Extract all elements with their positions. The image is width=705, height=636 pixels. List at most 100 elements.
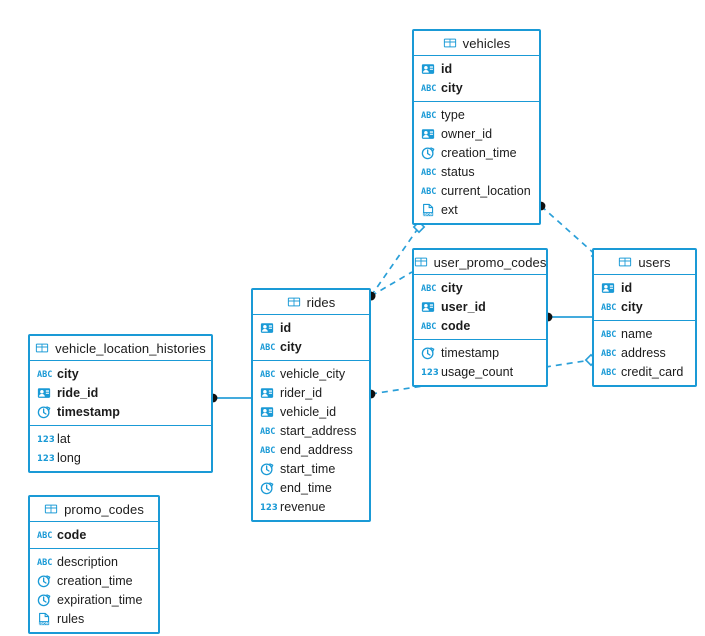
column-name: creation_time (57, 573, 133, 588)
table-name-promo_codes: promo_codes (64, 501, 144, 517)
id-card-icon (37, 386, 51, 400)
table-row-rules[interactable]: JSON rules (30, 609, 158, 628)
column-name: type (441, 107, 465, 122)
table-row-start_address[interactable]: ABC start_address (253, 421, 369, 440)
svg-text:ABC: ABC (421, 84, 436, 94)
table-row-city[interactable]: ABC city (414, 78, 539, 97)
table-row-status[interactable]: ABC status (414, 162, 539, 181)
table-row-name[interactable]: ABC name (594, 324, 695, 343)
table-row-timestamp[interactable]: timestamp (414, 343, 546, 362)
table-row-id[interactable]: id (414, 59, 539, 78)
table-row-usage_count[interactable]: 123 usage_count (414, 362, 546, 381)
table-row-ext[interactable]: JSON ext (414, 200, 539, 219)
table-row-city[interactable]: ABC city (253, 337, 369, 356)
table-row-end_address[interactable]: ABC end_address (253, 440, 369, 459)
abc-icon: ABC (421, 108, 436, 122)
id-card-icon (260, 386, 274, 400)
er-table-vehicle_location_histories[interactable]: vehicle_location_histories ABC city ride… (28, 334, 213, 473)
table-name-user_promo_codes: user_promo_codes (433, 254, 547, 270)
table-row-type[interactable]: ABC type (414, 105, 539, 124)
table-row-credit_card[interactable]: ABC credit_card (594, 362, 695, 381)
table-row-expiration_time[interactable]: expiration_time (30, 590, 158, 609)
table-row-start_time[interactable]: start_time (253, 459, 369, 478)
table-row-city[interactable]: ABC city (30, 364, 211, 383)
relationship-line-rides-to-user_promo_codes (370, 271, 413, 297)
svg-text:123: 123 (421, 368, 438, 378)
abc-icon: ABC (260, 367, 275, 381)
table-grid-icon (287, 295, 301, 309)
table-row-vehicle_id[interactable]: vehicle_id (253, 402, 369, 421)
clock-icon (260, 481, 274, 495)
abc-icon: ABC (37, 528, 52, 542)
column-name: code (441, 318, 471, 333)
abc-icon: ABC (601, 346, 616, 360)
table-grid-icon (443, 36, 457, 50)
column-name: vehicle_id (280, 404, 337, 419)
abc-icon: ABC (421, 165, 436, 179)
table-row-description[interactable]: ABC description (30, 552, 158, 571)
column-name: city (621, 299, 643, 314)
table-row-end_time[interactable]: end_time (253, 478, 369, 497)
clock-icon (421, 346, 435, 360)
columns-section: ABC vehicle_city rider_id vehicle_id ABC… (253, 361, 369, 520)
column-name: end_time (280, 480, 332, 495)
table-row-owner_id[interactable]: owner_id (414, 124, 539, 143)
table-header: user_promo_codes (414, 250, 546, 275)
column-name: user_id (441, 299, 486, 314)
relationship-line-vehicles-to-users (540, 205, 598, 257)
123-icon: 123 (37, 451, 55, 465)
abc-icon: ABC (421, 281, 436, 295)
svg-text:ABC: ABC (421, 168, 436, 178)
table-row-creation_time[interactable]: creation_time (414, 143, 539, 162)
primary-key-section: id ABC city (594, 275, 695, 321)
table-row-city[interactable]: ABC city (414, 278, 546, 297)
column-name: end_address (280, 442, 353, 457)
svg-text:123: 123 (37, 435, 54, 445)
table-row-long[interactable]: 123 long (30, 448, 211, 467)
table-row-creation_time[interactable]: creation_time (30, 571, 158, 590)
column-name: id (441, 61, 453, 76)
column-name: rules (57, 611, 85, 626)
column-name: city (280, 339, 302, 354)
table-row-code[interactable]: ABC code (414, 316, 546, 335)
column-name: code (57, 527, 87, 542)
er-table-users[interactable]: users id ABC city ABC name ABC address A… (592, 248, 697, 387)
column-name: creation_time (441, 145, 517, 160)
column-name: owner_id (441, 126, 493, 141)
column-name: credit_card (621, 364, 684, 379)
er-table-vehicles[interactable]: vehicles id ABC city ABC type owner_id c… (412, 29, 541, 225)
table-row-ride_id[interactable]: ride_id (30, 383, 211, 402)
table-row-current_location[interactable]: ABC current_location (414, 181, 539, 200)
table-row-user_id[interactable]: user_id (414, 297, 546, 316)
column-name: city (441, 280, 463, 295)
column-name: lat (57, 431, 71, 446)
er-table-user_promo_codes[interactable]: user_promo_codes ABC city user_id ABC co… (412, 248, 548, 387)
table-row-revenue[interactable]: 123 revenue (253, 497, 369, 516)
table-header: promo_codes (30, 497, 158, 522)
table-row-id[interactable]: id (594, 278, 695, 297)
abc-icon: ABC (37, 367, 52, 381)
svg-text:ABC: ABC (260, 446, 275, 456)
table-name-vehicles: vehicles (462, 35, 511, 51)
id-card-icon (260, 405, 274, 419)
table-row-lat[interactable]: 123 lat (30, 429, 211, 448)
123-icon: 123 (37, 432, 55, 446)
table-row-timestamp[interactable]: timestamp (30, 402, 211, 421)
column-name: address (621, 345, 666, 360)
svg-text:JSON: JSON (38, 621, 48, 625)
svg-text:ABC: ABC (421, 284, 436, 294)
table-row-vehicle_city[interactable]: ABC vehicle_city (253, 364, 369, 383)
table-grid-icon (618, 255, 632, 269)
table-row-city[interactable]: ABC city (594, 297, 695, 316)
table-name-rides: rides (306, 294, 336, 310)
er-table-rides[interactable]: rides id ABC city ABC vehicle_city rider… (251, 288, 371, 522)
table-row-rider_id[interactable]: rider_id (253, 383, 369, 402)
er-table-promo_codes[interactable]: promo_codes ABC code ABC description cre… (28, 495, 160, 634)
column-name: description (57, 554, 118, 569)
abc-icon: ABC (37, 555, 52, 569)
column-name: city (57, 366, 79, 381)
table-row-id[interactable]: id (253, 318, 369, 337)
table-row-code[interactable]: ABC code (30, 525, 158, 544)
table-row-address[interactable]: ABC address (594, 343, 695, 362)
clock-icon (37, 593, 51, 607)
